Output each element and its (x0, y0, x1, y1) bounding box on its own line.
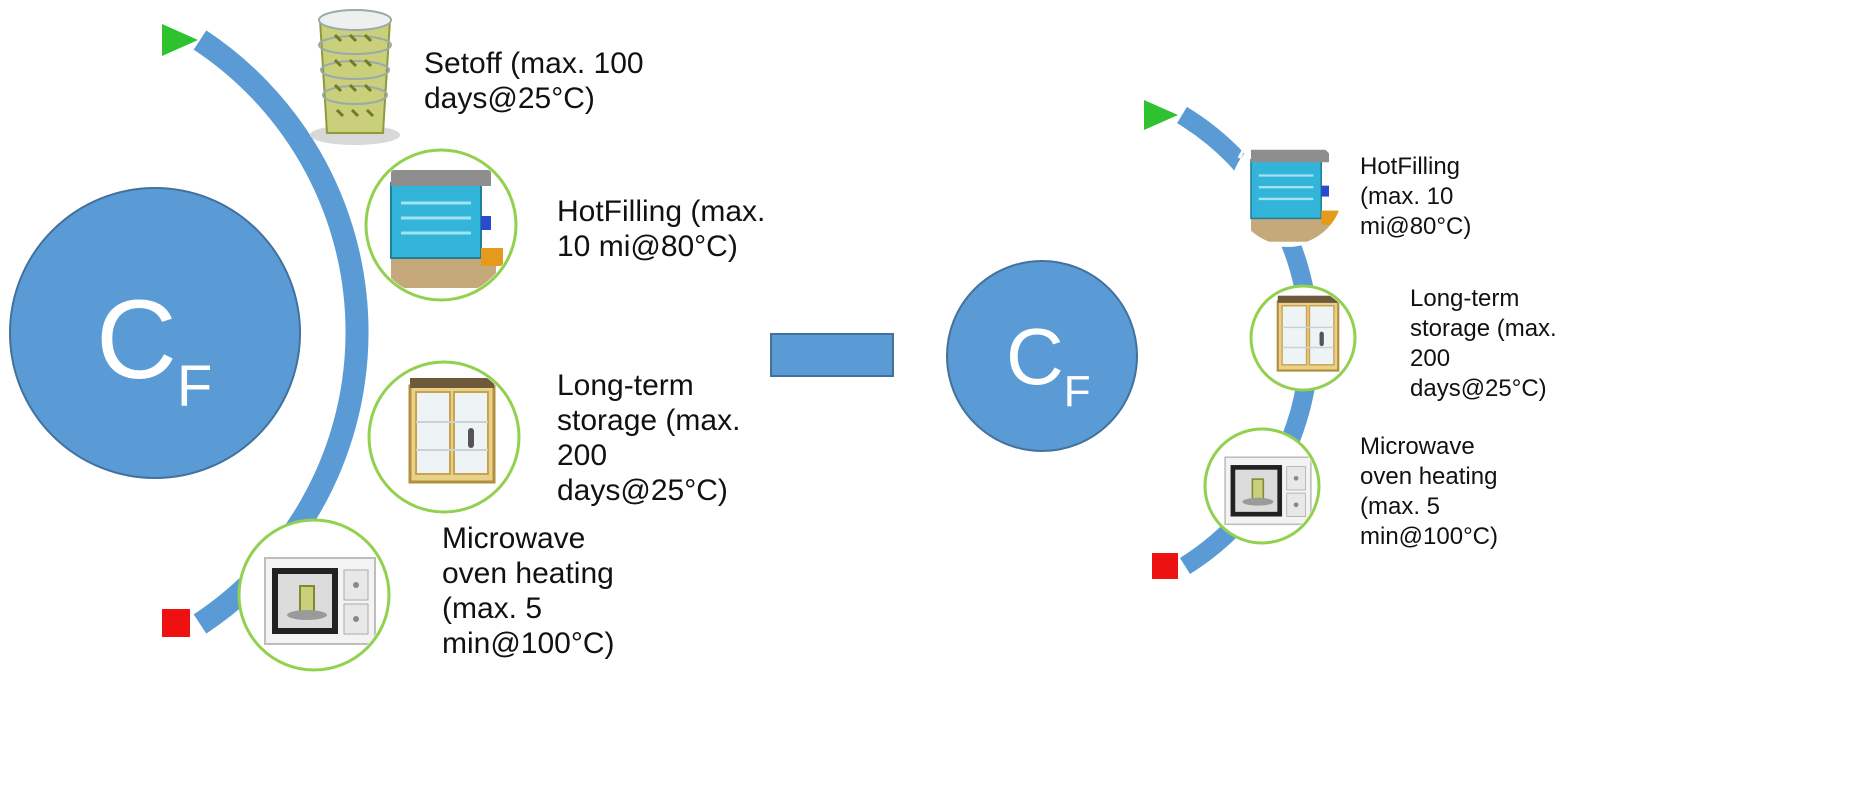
right-start-marker (1144, 100, 1178, 130)
left-cf-node (9, 187, 301, 479)
right-cf-symbol: CF (1006, 312, 1091, 416)
left-start-marker (162, 24, 198, 56)
left-stage-label-setoff: Setoff (max. 100 days@25°C) (424, 47, 644, 115)
right-cycle: CF (946, 100, 1357, 579)
left-stage-label-hotfilling: HotFilling (max. 10 mi@80°C) (557, 195, 766, 263)
right-cf-node (946, 260, 1138, 452)
right-cf-sub: F (1064, 367, 1091, 416)
right-stage-label-storage: Long-term storage (max. 200 days@25°C) (1410, 285, 1557, 402)
right-arc-gap (1237, 141, 1250, 159)
left-stage-label-microwave: Microwave oven heating (max. 5 min@100°C… (442, 522, 615, 660)
microwave-oven-icon (1203, 427, 1321, 545)
right-stage-label-microwave: Microwave oven heating (max. 5 min@100°C… (1360, 433, 1498, 550)
storage-cabinet-icon (1249, 284, 1357, 392)
right-end-marker (1152, 553, 1178, 579)
minus-operator (770, 333, 894, 377)
right-cf-main: C (1006, 312, 1064, 401)
hot-filling-machine-icon (364, 148, 518, 302)
left-stage-label-storage: Long-term storage (max. 200 days@25°C) (557, 369, 741, 507)
left-cycle: CF (9, 8, 521, 672)
stacked-cups-icon (308, 8, 402, 147)
right-stage-label-hotfilling: HotFilling (max. 10 mi@80°C) (1360, 153, 1472, 240)
storage-cabinet-icon (367, 360, 521, 514)
left-arc-gap (254, 43, 264, 67)
hot-filling-machine-icon (1231, 133, 1345, 247)
left-cf-main: C (96, 277, 177, 402)
left-cf-sub: F (177, 354, 212, 419)
microwave-oven-icon (237, 518, 391, 672)
left-cf-symbol: CF (96, 277, 212, 419)
left-end-marker (162, 609, 190, 637)
